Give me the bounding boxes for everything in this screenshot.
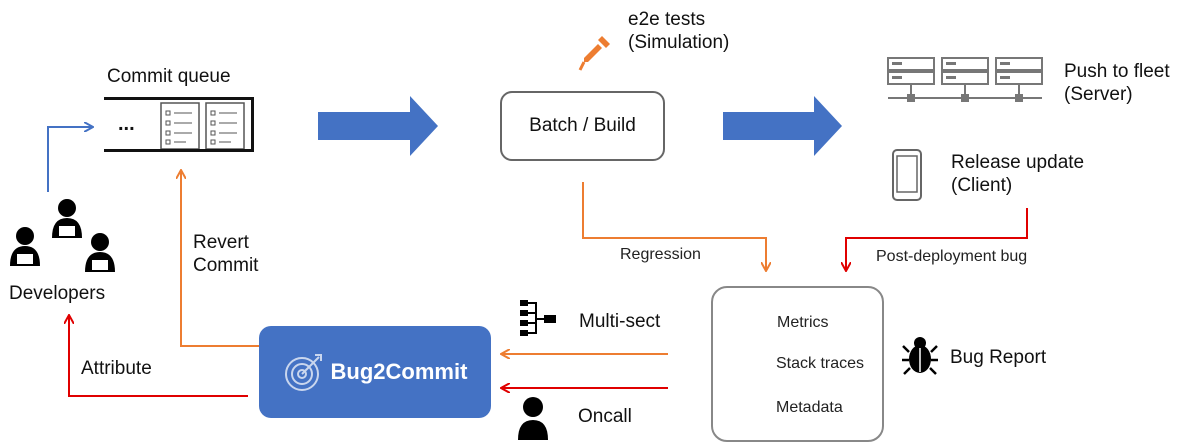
developer-icon: [10, 227, 40, 266]
push-line1: Push to fleet: [1064, 61, 1170, 82]
bug2commit-label: Bug2Commit: [330, 359, 468, 384]
developer-icon: [52, 199, 82, 238]
post-deployment-bug-label: Post-deployment bug: [876, 248, 1028, 265]
release-line2: (Client): [951, 175, 1013, 197]
regression-label: Regression: [620, 246, 701, 263]
oncall-label: Oncall: [578, 406, 632, 427]
pipette-icon: [578, 36, 610, 71]
revert-commit-label: Revert Commit: [193, 231, 258, 277]
document-icon: [205, 102, 245, 150]
report-item-metrics: Metrics: [777, 314, 829, 331]
flowchart-icon: [520, 300, 556, 336]
bug-icon: [902, 337, 938, 375]
developer-icon: [85, 233, 115, 272]
commit-queue-ellipsis: ...: [118, 113, 135, 135]
bug-report-box: [711, 286, 884, 442]
flow-arrow-batch-to-deploy: [723, 96, 842, 156]
connector-revert-commit: [181, 171, 259, 347]
release-line1: Release update: [951, 152, 1085, 173]
connector-post-deployment-bug: [846, 208, 1028, 270]
developers-label: Developers: [9, 283, 106, 304]
phone-icon: [892, 149, 922, 201]
connector-regression: [582, 182, 766, 270]
connector-attribute: [69, 316, 248, 397]
release-update-label: Release update (Client): [951, 151, 1084, 197]
person-icon: [518, 397, 548, 440]
push-to-fleet-label: Push to fleet (Server): [1064, 60, 1170, 106]
server-rack-icon: [887, 57, 1043, 102]
document-icon: [160, 102, 200, 150]
e2e-line2: (Simulation): [628, 32, 730, 54]
attribute-label: Attribute: [81, 358, 152, 379]
connector-developers-to-queue: [47, 127, 92, 192]
commit-queue: [104, 97, 254, 152]
revert-line2: Commit: [193, 255, 259, 277]
batch-build-box: Batch / Build: [500, 91, 665, 161]
e2e-tests-label: e2e tests (Simulation): [628, 8, 729, 54]
bug2commit-box: Bug2Commit: [259, 326, 491, 418]
report-item-stack-traces: Stack traces: [776, 355, 865, 372]
push-line2: (Server): [1064, 84, 1133, 106]
batch-build-label: Batch / Build: [529, 115, 636, 136]
e2e-line1: e2e tests: [628, 9, 706, 30]
bug-report-label: Bug Report: [950, 347, 1047, 368]
target-icon: [284, 354, 322, 391]
report-item-metadata: Metadata: [776, 399, 843, 416]
multi-sect-label: Multi-sect: [579, 311, 661, 332]
commit-queue-title: Commit queue: [107, 66, 231, 87]
revert-line1: Revert: [193, 232, 249, 253]
flow-arrow-queue-to-batch: [318, 96, 438, 156]
